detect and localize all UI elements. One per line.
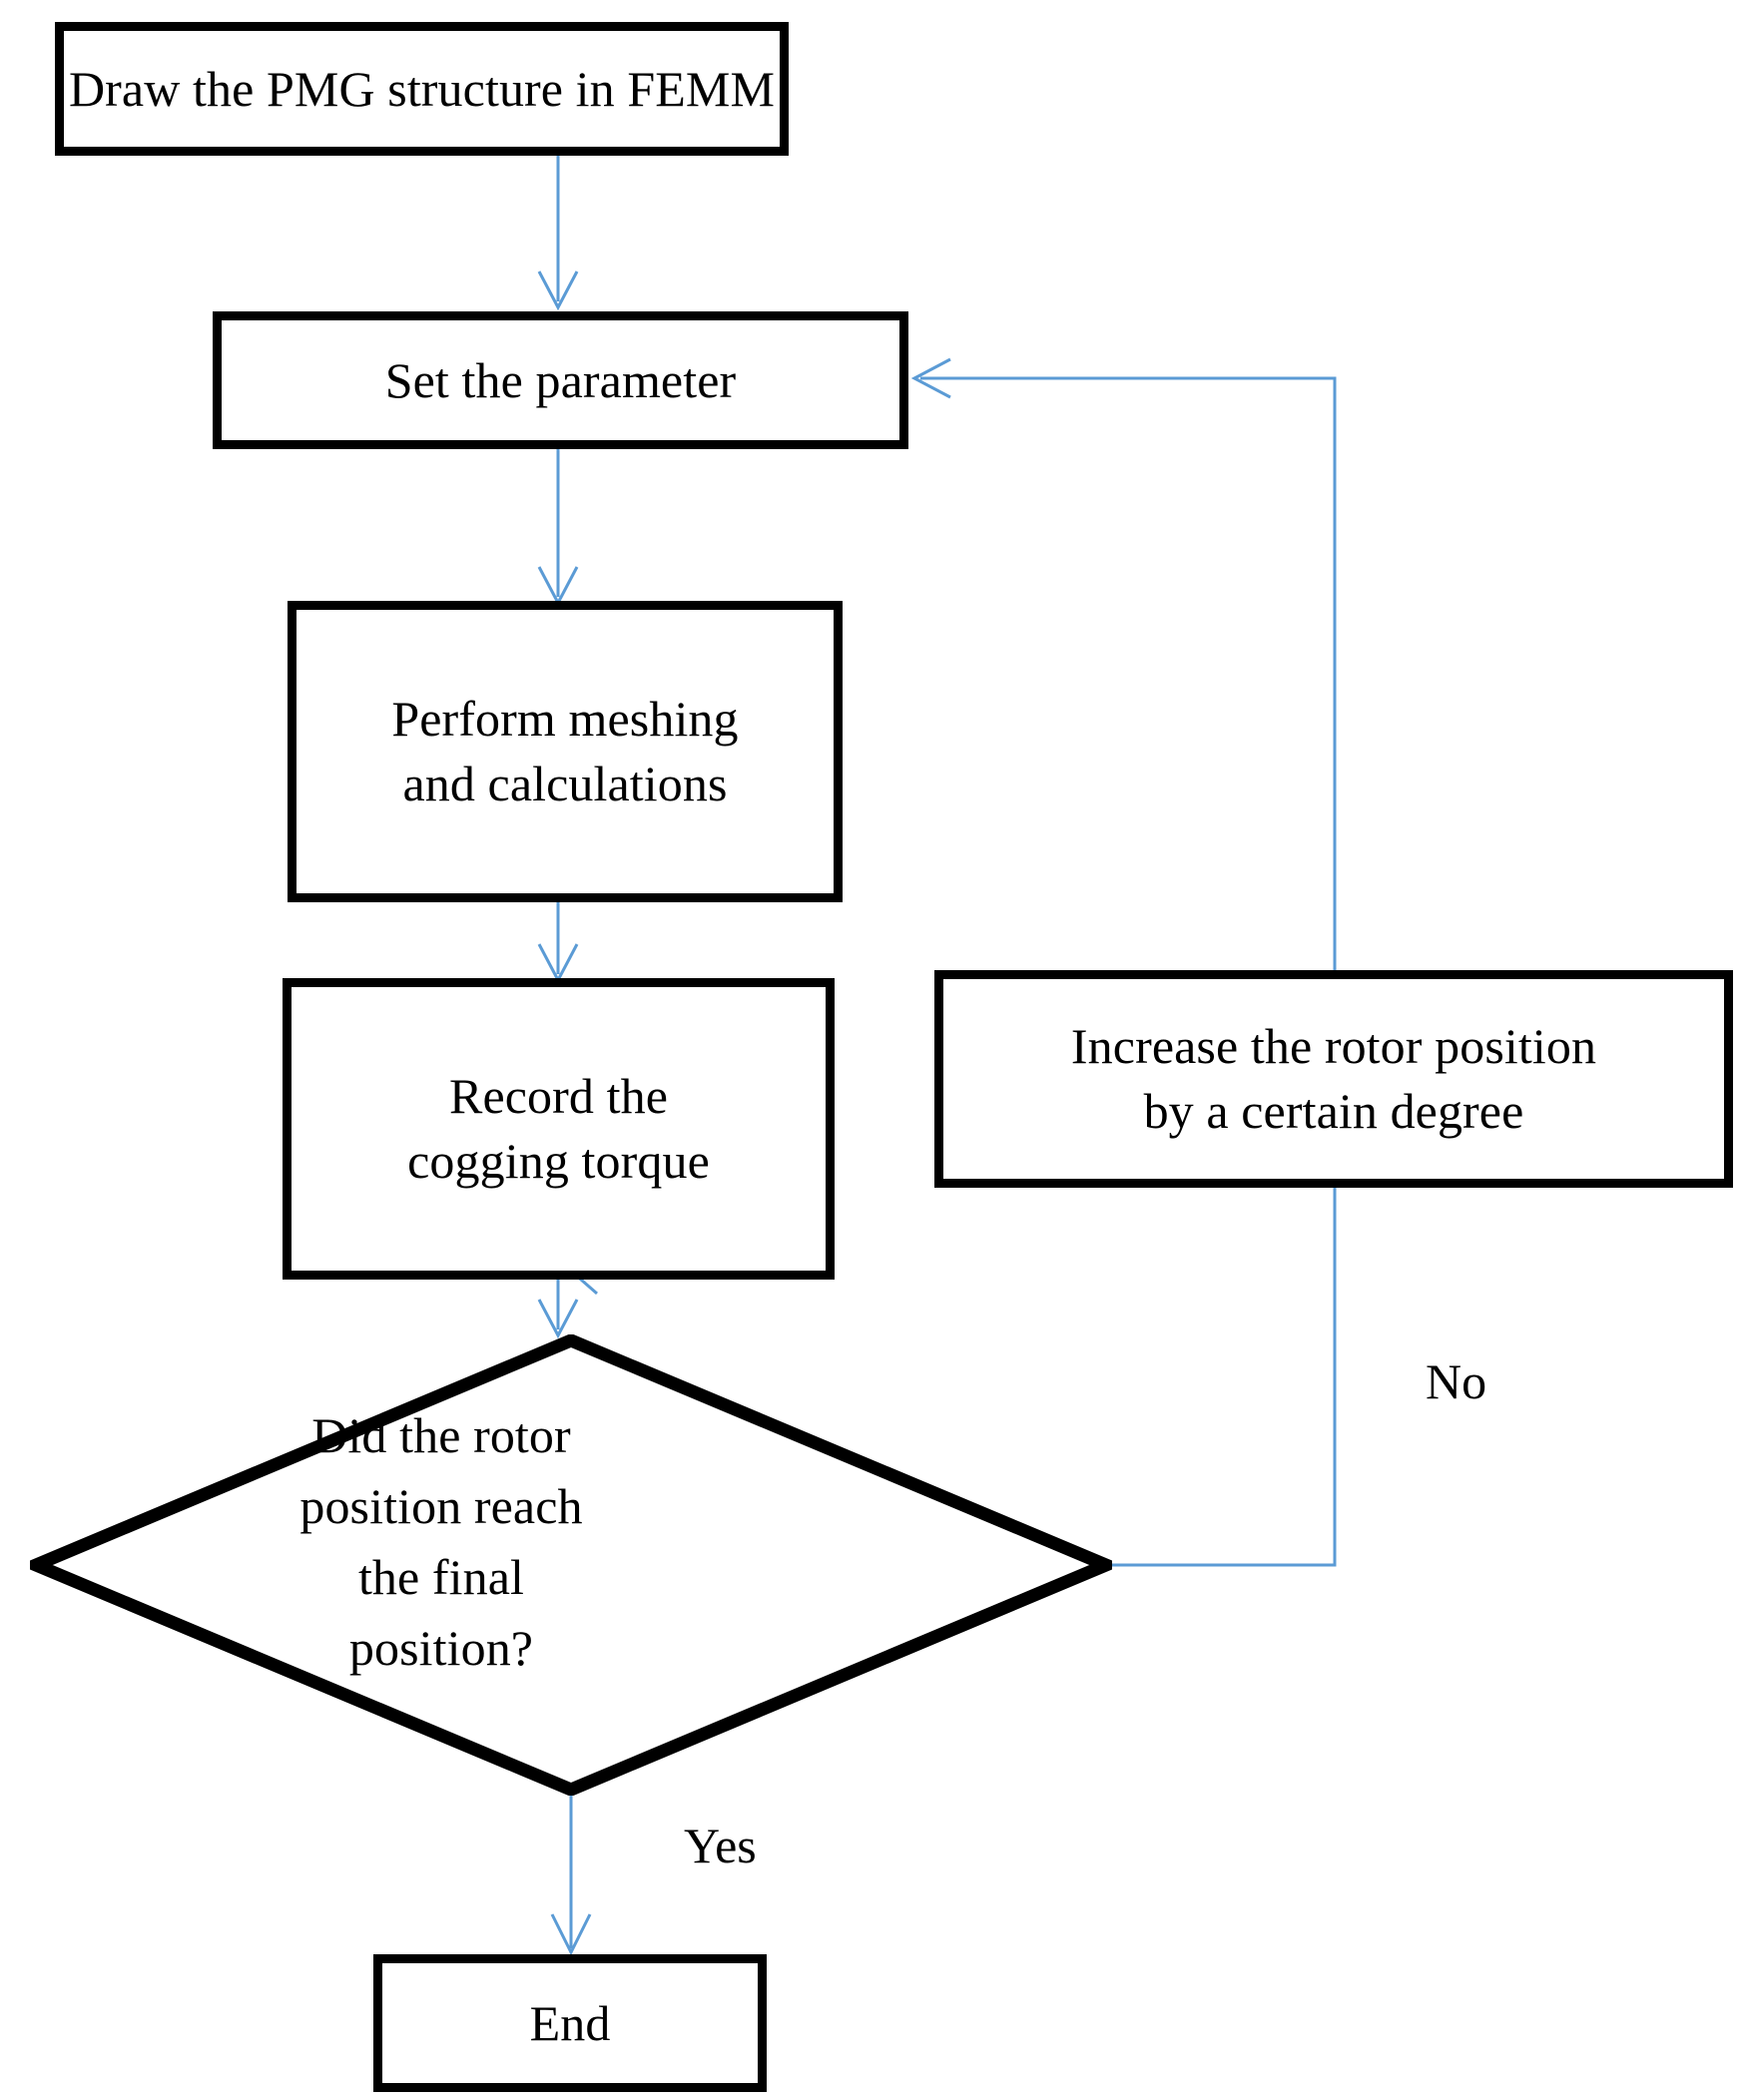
edge-label-yes: Yes <box>684 1818 757 1873</box>
node-increase-label: Increase the rotor position by a certain… <box>1070 1018 1597 1139</box>
edge-draw-to-setparam-head <box>537 270 579 311</box>
node-record-the-cogging-torque[interactable]: Record the cogging torque <box>283 978 835 1280</box>
node-decision-label: Did the rotor position reach the final p… <box>299 1407 583 1676</box>
edge-label-no: No <box>1426 1353 1487 1409</box>
node-mesh-label: Perform meshing and calculations <box>391 691 739 811</box>
edge-increase-to-setparam-head <box>910 357 951 399</box>
edge-decision-no-path <box>1110 1188 1337 1567</box>
node-end[interactable]: End <box>373 1954 767 2092</box>
node-end-label: End <box>529 1994 611 2051</box>
edge-record-to-decision-head <box>537 1299 579 1339</box>
node-setparam-label: Set the parameter <box>384 351 737 408</box>
edge-increase-to-setparam-path <box>920 376 1337 970</box>
node-draw-label: Draw the PMG structure in FEMM <box>68 60 776 117</box>
node-increase-the-rotor-position[interactable]: Increase the rotor position by a certain… <box>934 970 1733 1188</box>
edge-decision-yes-head <box>550 1913 592 1956</box>
node-draw-pmg-structure[interactable]: Draw the PMG structure in FEMM <box>55 22 789 156</box>
node-set-the-parameter[interactable]: Set the parameter <box>213 311 908 449</box>
node-decision-rotor-final-position[interactable]: Did the rotor position reach the final p… <box>30 1334 1112 1796</box>
decision-diamond-shape <box>30 1334 1112 1796</box>
node-record-label: Record the cogging torque <box>407 1068 710 1189</box>
node-perform-meshing-and-calculations[interactable]: Perform meshing and calculations <box>288 601 843 902</box>
